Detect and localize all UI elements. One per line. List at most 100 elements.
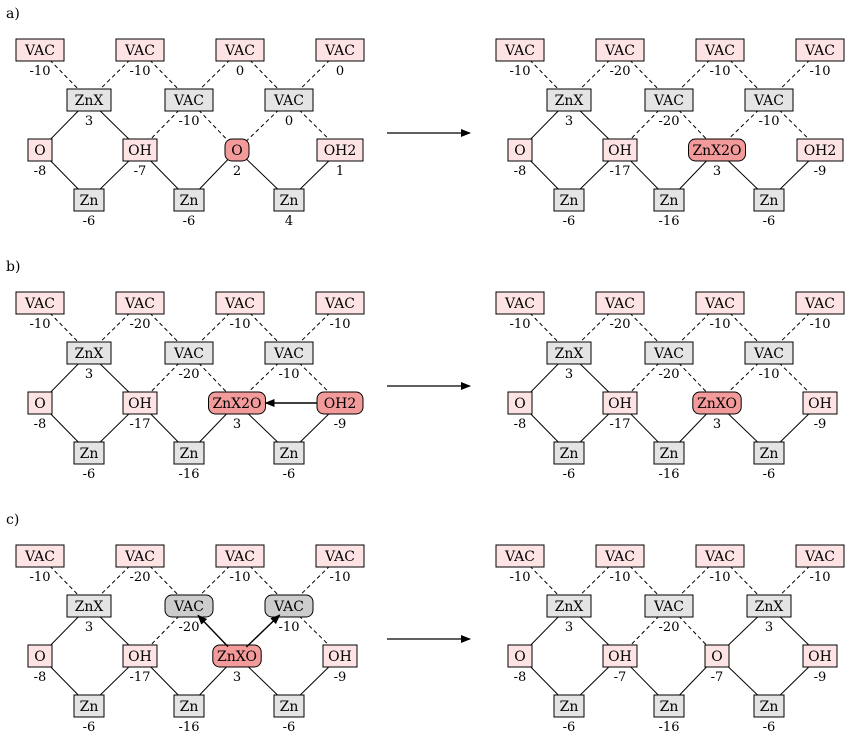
site-box-mid-1 <box>644 88 694 112</box>
site-value: -20 <box>659 114 680 129</box>
site-label: VAC <box>804 296 835 312</box>
site-box-bottom-0 <box>73 441 105 465</box>
site-label: VAC <box>273 346 304 362</box>
site-value: -10 <box>130 64 151 79</box>
site-box-bottom-0 <box>553 694 585 718</box>
site-value: -17 <box>610 164 631 179</box>
site-value: -17 <box>130 670 151 685</box>
site-box-top-1 <box>595 291 645 315</box>
site-value: 3 <box>565 367 573 382</box>
site-value: -16 <box>659 467 680 482</box>
site-label: OH <box>808 649 832 665</box>
site-label: OH <box>808 396 832 412</box>
site-label: O <box>711 649 722 665</box>
site-box-row3-1 <box>602 644 638 668</box>
site-value: 3 <box>233 670 241 685</box>
site-value: 3 <box>85 114 93 129</box>
site-box-top-1 <box>115 38 165 62</box>
site-label: ZnX2O <box>692 143 741 159</box>
site-label: Zn <box>180 699 199 715</box>
site-label: ZnX2O <box>212 396 261 412</box>
site-value: -16 <box>659 214 680 229</box>
site-value: -9 <box>814 670 827 685</box>
site-box-top-1 <box>595 38 645 62</box>
site-value: -10 <box>510 317 531 332</box>
site-label: VAC <box>24 43 55 59</box>
site-box-bottom-2 <box>273 441 305 465</box>
site-box-top-2 <box>695 291 745 315</box>
site-value: 3 <box>85 620 93 635</box>
site-value: -6 <box>83 467 96 482</box>
site-box-row3-2 <box>212 644 262 668</box>
site-box-mid-0 <box>66 88 112 112</box>
site-value: 3 <box>565 620 573 635</box>
site-box-mid-2 <box>744 341 794 365</box>
site-value: -10 <box>230 570 251 585</box>
site-label: OH2 <box>804 143 837 159</box>
site-box-mid-1 <box>164 594 214 618</box>
site-box-top-2 <box>695 544 745 568</box>
site-label: VAC <box>173 599 204 615</box>
site-box-bottom-1 <box>653 694 685 718</box>
site-box-bottom-2 <box>753 441 785 465</box>
site-value: -10 <box>510 64 531 79</box>
site-value: -8 <box>514 417 527 432</box>
site-value: -7 <box>134 164 147 179</box>
site-value: 3 <box>713 417 721 432</box>
site-label: VAC <box>504 296 535 312</box>
site-box-top-1 <box>595 544 645 568</box>
site-box-row3-1 <box>602 391 638 415</box>
site-value: 3 <box>233 417 241 432</box>
site-value: -6 <box>83 214 96 229</box>
transfer-arrow <box>245 614 281 648</box>
site-label: VAC <box>24 549 55 565</box>
site-box-bottom-2 <box>753 694 785 718</box>
site-value: -6 <box>763 720 776 735</box>
site-box-bottom-2 <box>273 188 305 212</box>
site-box-row3-3 <box>316 138 364 162</box>
site-label: Zn <box>660 699 679 715</box>
site-value: -8 <box>514 164 527 179</box>
site-value: 1 <box>336 164 344 179</box>
site-box-row3-1 <box>122 138 158 162</box>
site-value: -17 <box>130 417 151 432</box>
site-label: Zn <box>560 193 579 209</box>
site-label: O <box>514 649 525 665</box>
site-value: -8 <box>34 670 47 685</box>
site-label: OH <box>128 143 152 159</box>
site-label: Zn <box>280 699 299 715</box>
site-box-row3-0 <box>507 391 533 415</box>
dashed-bond <box>716 99 770 151</box>
site-value: 3 <box>85 367 93 382</box>
site-label: ZnXO <box>217 649 257 665</box>
site-box-bottom-1 <box>173 694 205 718</box>
site-label: OH <box>608 649 632 665</box>
site-label: Zn <box>80 699 99 715</box>
site-label: Zn <box>80 446 99 462</box>
panel-2-right-lattice: VAC-10VAC-20VAC-10VAC-10ZnX3VAC-20VAC-10… <box>495 291 845 482</box>
site-box-row3-3 <box>322 644 358 668</box>
site-box-top-3 <box>315 38 365 62</box>
site-box-row3-1 <box>602 138 638 162</box>
site-label: VAC <box>604 296 635 312</box>
site-box-row3-0 <box>507 138 533 162</box>
transfer-arrow <box>197 614 229 648</box>
site-value: -6 <box>563 214 576 229</box>
site-box-row3-1 <box>122 391 158 415</box>
site-label: VAC <box>224 296 255 312</box>
site-box-top-0 <box>15 38 65 62</box>
site-value: -6 <box>763 467 776 482</box>
site-box-bottom-0 <box>553 441 585 465</box>
site-box-bottom-1 <box>173 441 205 465</box>
site-value: -10 <box>759 114 780 129</box>
site-label: VAC <box>804 43 835 59</box>
site-box-bottom-2 <box>273 694 305 718</box>
site-box-top-0 <box>495 544 545 568</box>
site-label: VAC <box>753 93 784 109</box>
site-value: 4 <box>285 214 293 229</box>
site-label: Zn <box>180 193 199 209</box>
site-box-top-2 <box>215 38 265 62</box>
site-label: ZnXO <box>697 396 737 412</box>
site-value: -17 <box>610 417 631 432</box>
